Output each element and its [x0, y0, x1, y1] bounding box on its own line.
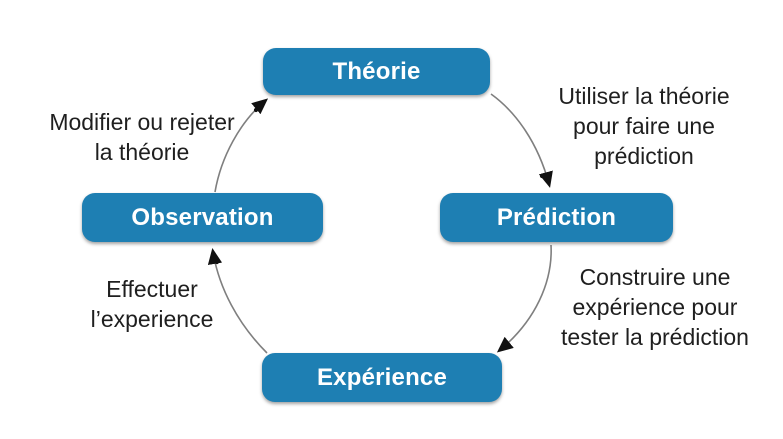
node-theorie: Théorie [263, 48, 490, 95]
node-experience: Expérience [262, 353, 502, 402]
edge-label-theorie-to-prediction: Utiliser la théorie pour faire une prédi… [514, 81, 774, 171]
arrow-dot [214, 259, 220, 265]
edge-label-line: Construire une [579, 264, 731, 290]
edge-label-line: la théorie [94, 139, 190, 165]
edge-label-line: l’experience [90, 306, 214, 332]
node-observation: Observation [82, 193, 323, 242]
edge-label-line: expérience pour [572, 294, 738, 320]
edge-label-line: prédiction [594, 143, 694, 169]
node-prediction: Prédiction [440, 193, 673, 242]
edge-label-line: Utiliser la théorie [558, 83, 730, 109]
edge-label-experience-to-observation: Effectuer l’experience [62, 274, 242, 334]
edge-label-observation-to-theorie: Modifier ou rejeter la théorie [22, 107, 262, 167]
edge-label-line: Modifier ou rejeter [49, 109, 235, 135]
edge-label-line: tester la prédiction [561, 324, 749, 350]
arrow-dot [502, 341, 508, 347]
edge-label-line: Effectuer [106, 276, 198, 302]
arrow-dot [539, 173, 545, 179]
edge-label-line: pour faire une [573, 113, 715, 139]
edge-label-prediction-to-experience: Construire une expérience pour tester la… [525, 262, 783, 352]
